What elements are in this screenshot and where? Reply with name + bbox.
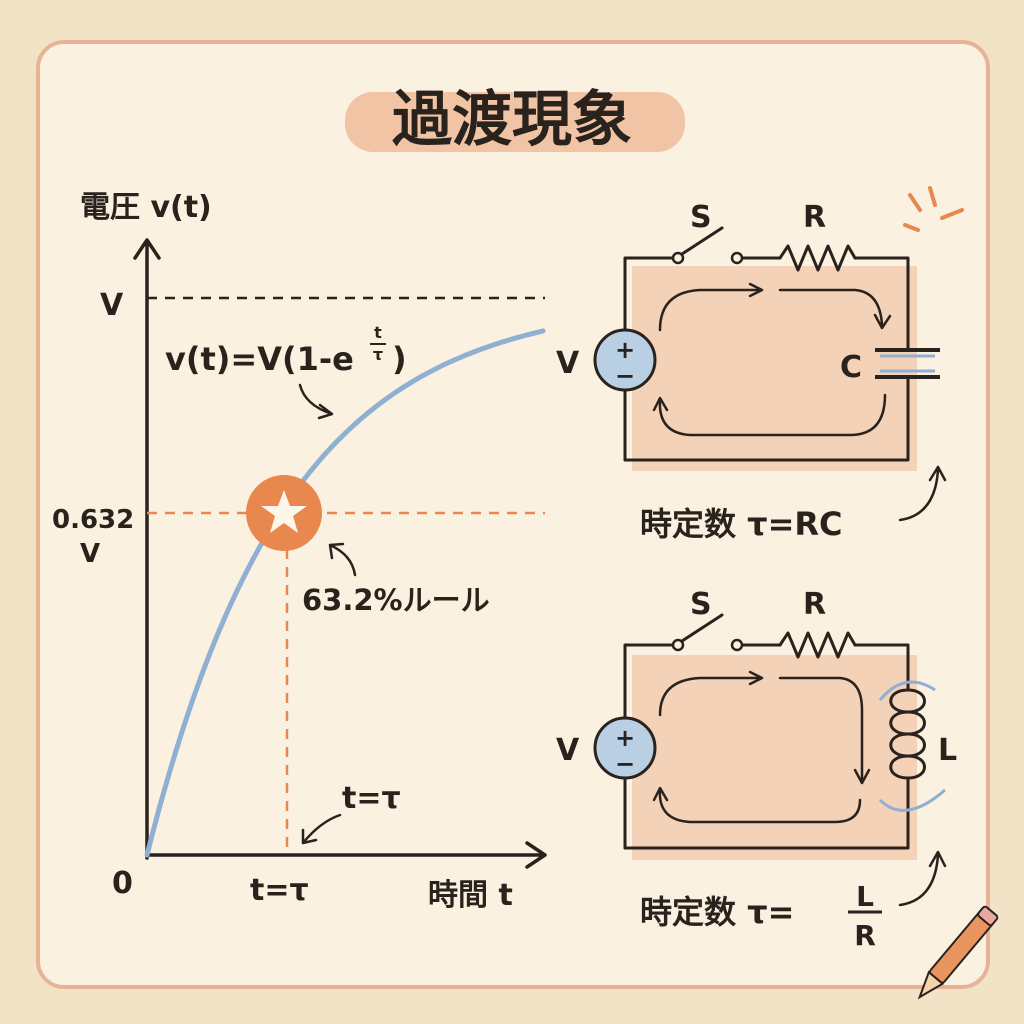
rl-resistor — [778, 631, 857, 659]
rl-switch-label: S — [690, 587, 712, 622]
rule-label: 63.2%ルール — [302, 583, 490, 617]
rc-switch-label: S — [690, 200, 712, 235]
formula-exp-num: t — [374, 323, 382, 342]
rc-time-constant: 時定数 τ=RC — [640, 505, 843, 543]
formula: v(t)=V(1-e — [165, 340, 354, 378]
rl-source-label: V — [556, 733, 580, 768]
formula-exp-den: τ — [373, 345, 383, 364]
rl-tc-denominator: R — [854, 919, 876, 952]
minus-icon: − — [615, 362, 635, 390]
plus-icon: + — [615, 724, 635, 752]
rl-tc-numerator: L — [856, 880, 874, 913]
origin-label: 0 — [112, 866, 133, 901]
rc-tc-arrow — [898, 465, 947, 522]
rc-wires — [623, 256, 910, 462]
rl-field-arrows — [878, 680, 946, 812]
rl-circuit: + − S R V L 時定数 τ= L R — [556, 587, 957, 952]
star-icon — [261, 490, 307, 533]
rl-tc-arrow — [898, 850, 947, 907]
rc-switch[interactable] — [680, 226, 724, 256]
rc-switch-pin — [730, 251, 744, 265]
rc-shadow — [632, 266, 917, 471]
rc-resistor — [778, 244, 857, 272]
rl-resistor-label: R — [803, 587, 826, 622]
plus-icon: + — [615, 336, 635, 364]
rc-voltage-source — [593, 328, 657, 392]
rl-time-constant: 時定数 τ= — [640, 893, 794, 931]
rc-capacitor-label: C — [840, 350, 862, 385]
rc-capacitor-glow — [880, 354, 935, 373]
x-axis-label: 時間 t — [428, 878, 513, 913]
tick-0632: 0.632 — [52, 505, 134, 535]
formula-close: ) — [392, 340, 407, 378]
rl-wires — [623, 643, 910, 850]
rl-inductor-label: L — [938, 733, 957, 768]
rc-current-arrows — [652, 282, 892, 437]
title-highlight — [345, 92, 685, 152]
charging-curve — [144, 328, 546, 858]
rc-capacitor — [875, 348, 940, 379]
rc-source-label: V — [556, 346, 580, 381]
rl-switch-pin — [671, 638, 685, 652]
tick-V: V — [100, 288, 124, 323]
x-axis — [145, 841, 547, 869]
minus-icon: − — [615, 750, 635, 778]
tick-tau: t=τ — [250, 873, 309, 908]
y-axis — [133, 238, 161, 860]
rl-switch[interactable] — [680, 613, 724, 643]
tau-callout: t=τ — [342, 781, 401, 816]
rl-shadow — [632, 655, 917, 860]
graph: 電圧 v(t) V 0.632 V 0 t=τ 時間 t v(t)=V(1-e … — [52, 190, 547, 913]
formula-arrow — [298, 383, 334, 420]
page-title: 過渡現象 — [392, 85, 632, 155]
rl-switch-pin — [730, 638, 744, 652]
spark-icon — [903, 186, 964, 232]
pencil-icon — [917, 905, 999, 1000]
rl-voltage-source — [593, 716, 657, 780]
rc-switch-pin — [671, 251, 685, 265]
rl-inductor — [889, 688, 926, 802]
rc-resistor-label: R — [803, 200, 826, 235]
rl-current-arrows — [652, 670, 871, 824]
rc-circuit: + − S R V C 時定数 τ=RC — [556, 186, 964, 543]
tau-callout-arrow — [301, 813, 342, 845]
tick-0632-unit: V — [80, 539, 100, 569]
y-axis-label: 電圧 v(t) — [80, 190, 212, 225]
rule-arrow — [328, 542, 357, 577]
